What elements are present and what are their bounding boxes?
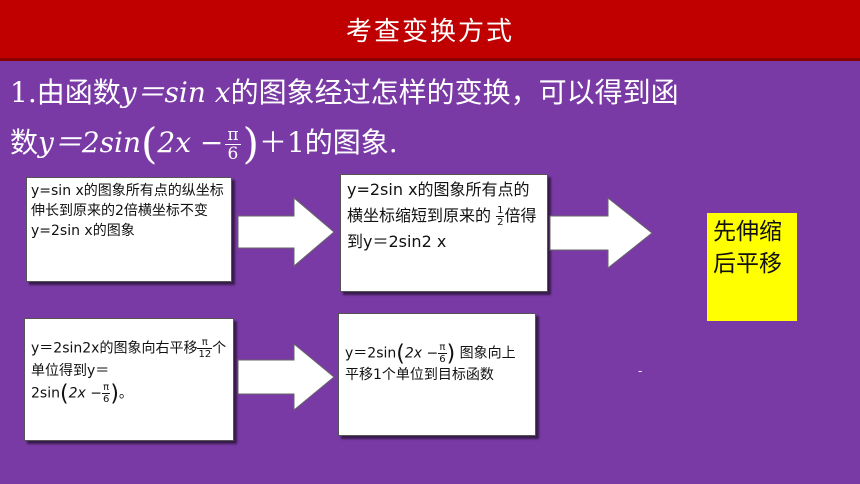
- method-note-text: 先伸缩后平移: [713, 219, 782, 277]
- method-note: 先伸缩后平移: [707, 213, 797, 321]
- question-line-1: 1.由函数y＝sin x的图象经过怎样的变换，可以得到函: [10, 68, 850, 118]
- question-text: 1.由函数y＝sin x的图象经过怎样的变换，可以得到函 数y＝2sin(2x …: [10, 68, 850, 169]
- fraction-denominator: 2: [497, 217, 504, 228]
- step-4-text-b: 图象向上平移1个单位到目标函数: [345, 345, 516, 384]
- fraction-denominator: 12: [198, 349, 212, 360]
- left-paren: (: [141, 119, 158, 168]
- question-prefix: 1.由函数: [10, 76, 121, 109]
- step-1-text: y=sin x的图象所有点的纵坐标伸长到原来的2倍横坐标不变y=2sin x的图…: [31, 183, 224, 239]
- step-3-text-c: 2sin: [31, 385, 60, 402]
- title-bar: 考查变换方式: [0, 0, 860, 61]
- fraction-denominator: 6: [102, 394, 110, 405]
- step-box-1: y=sin x的图象所有点的纵坐标伸长到原来的2倍横坐标不变y=2sin x的图…: [26, 177, 232, 282]
- left-paren: (: [59, 381, 69, 407]
- right-paren: ): [446, 341, 456, 367]
- step-2-text-a: y=2sin x的图象所有点的横坐标缩短到原来的: [347, 180, 530, 225]
- question-suffix: 的图象经过怎样的变换，可以得到函: [230, 76, 679, 109]
- fraction-denominator: 6: [227, 144, 239, 164]
- page-title: 考查变换方式: [345, 16, 514, 47]
- arrow-right-icon: [237, 342, 335, 412]
- arrow-right-icon: [549, 196, 653, 270]
- fraction-numerator: π: [225, 125, 241, 145]
- left-paren: (: [396, 341, 405, 367]
- question-inner: 2x −: [157, 126, 224, 159]
- step-2-text-b: 倍得到y＝2sin2 x: [347, 206, 537, 251]
- fraction-numerator: π: [197, 337, 213, 349]
- question-lhs: y＝2sin: [38, 126, 142, 159]
- question-prefix-2: 数: [10, 126, 39, 159]
- right-paren: ): [242, 119, 259, 168]
- arrow-right-icon: [237, 196, 335, 268]
- right-paren: ): [110, 381, 119, 407]
- step-3-text-a: y＝2sin2x的图象向右平移: [31, 340, 198, 357]
- step-3-inner: 2x −: [68, 385, 102, 402]
- question-tail: ＋1的图象.: [258, 126, 398, 159]
- step-3-text-b: 个单位得到y＝: [31, 340, 227, 380]
- step-4-inner: 2x −: [404, 345, 439, 362]
- question-func: y＝sin x: [120, 76, 231, 109]
- fraction-numerator: 1: [496, 205, 505, 217]
- step-4-text-a: y＝2sin: [345, 345, 397, 362]
- fraction-numerator: π: [438, 342, 447, 354]
- dash-mark: -: [638, 364, 643, 378]
- step-3-text-d: 。: [118, 385, 133, 402]
- fraction-denominator: 6: [439, 354, 446, 365]
- fraction-numerator: π: [101, 382, 111, 394]
